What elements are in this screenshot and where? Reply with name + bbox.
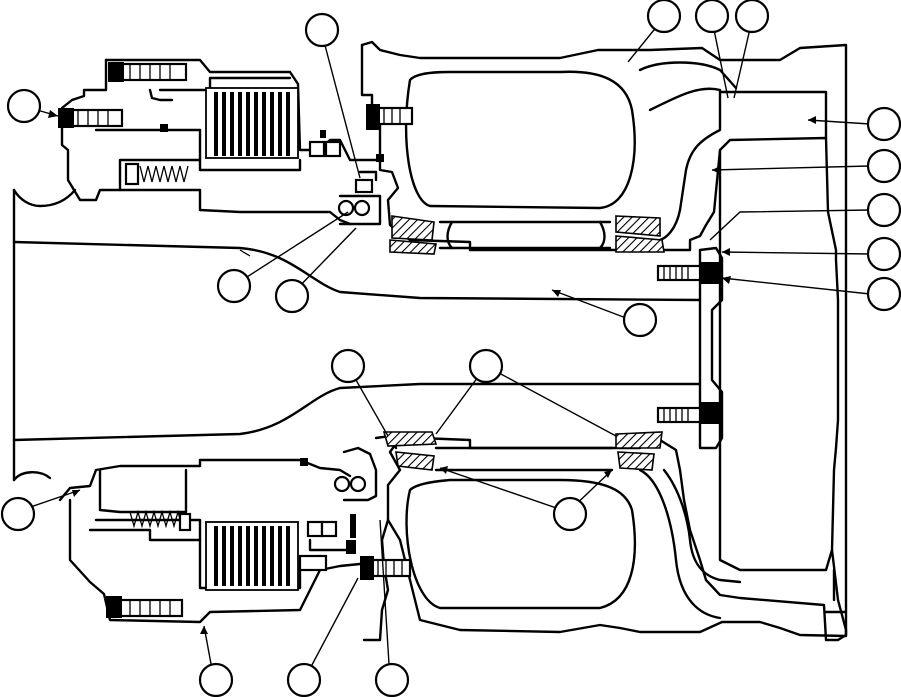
callout-c01 (6, 88, 42, 124)
callout-c09 (866, 236, 901, 272)
callout-c10 (866, 276, 901, 312)
callout-c03 (646, 0, 682, 34)
callout-c15 (468, 348, 504, 384)
callout-c16 (552, 496, 588, 532)
wheel-rim (360, 40, 848, 642)
callout-c05 (734, 0, 770, 34)
callout-c20 (374, 662, 410, 697)
callout-c12 (274, 278, 310, 314)
callout-c06 (866, 106, 901, 142)
upper-bearings (389, 215, 665, 255)
lower-brake-housing (58, 434, 412, 624)
callout-c18 (198, 662, 234, 697)
callout-c11 (216, 268, 252, 304)
leader-lines (15, 19, 871, 681)
callout-c04 (694, 0, 730, 34)
drive-flange (656, 246, 724, 450)
callout-c19 (286, 662, 322, 697)
upper-brake-housing (58, 58, 414, 226)
axle-spindle (12, 188, 702, 482)
callout-c17 (0, 496, 36, 532)
callout-c08 (866, 192, 901, 228)
callout-c13 (622, 302, 658, 338)
callout-c07 (866, 148, 901, 184)
callout-c14 (330, 348, 366, 384)
callout-c02 (304, 12, 340, 48)
lower-bearings (382, 431, 663, 472)
